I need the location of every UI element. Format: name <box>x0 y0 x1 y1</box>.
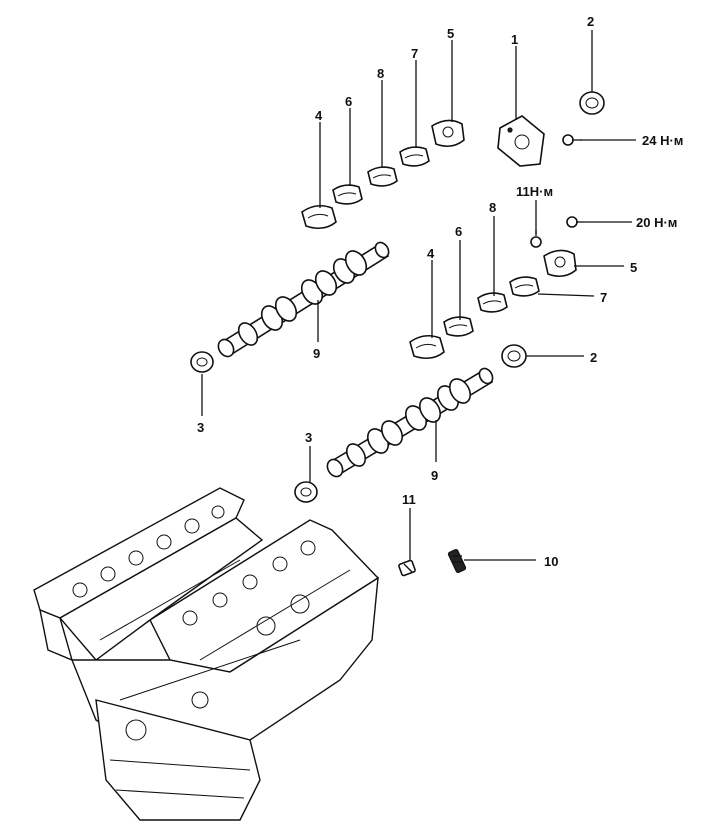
cap-5-lower <box>543 249 577 278</box>
cam-cap-front-upper <box>497 115 545 167</box>
label-7-upper: 7 <box>411 46 418 61</box>
label-4-lower: 4 <box>427 246 435 261</box>
oil-seal-upper <box>579 91 605 115</box>
cap-6-upper <box>332 184 363 205</box>
bolt-20nm <box>566 216 584 228</box>
label-6-lower: 6 <box>455 224 462 239</box>
cap-4-lower <box>409 334 445 360</box>
label-4-upper: 4 <box>315 108 323 123</box>
cap-8-upper <box>367 166 398 187</box>
bolt-11-lower <box>398 559 416 577</box>
cap-7-upper <box>399 146 430 167</box>
label-3-center: 3 <box>305 430 312 445</box>
label-1: 1 <box>511 32 518 47</box>
label-8-upper: 8 <box>377 66 384 81</box>
bolt-24nm <box>562 134 582 146</box>
oil-seal-lower <box>501 344 527 368</box>
bolt-10 <box>447 548 467 574</box>
torque-11nm: 11Н·м <box>516 184 553 199</box>
label-6-upper: 6 <box>345 94 352 109</box>
camshaft-lower <box>326 367 494 478</box>
cap-4-upper <box>301 204 337 230</box>
plug-left <box>190 351 214 373</box>
label-10: 10 <box>544 554 558 569</box>
label-2-lower: 2 <box>590 350 597 365</box>
label-2-upper: 2 <box>587 14 594 29</box>
cap-8-lower <box>477 292 508 313</box>
leader-lines <box>201 30 636 561</box>
label-7-lower: 7 <box>600 290 607 305</box>
torque-20nm: 20 Н·м <box>636 215 677 230</box>
label-5-upper: 5 <box>447 26 454 41</box>
label-5-lower: 5 <box>630 260 637 275</box>
torque-24nm: 24 Н·м <box>642 133 683 148</box>
label-11-lower: 11 <box>402 492 416 507</box>
label-9-upper: 9 <box>313 346 320 361</box>
plug-center <box>294 481 318 503</box>
label-8-lower: 8 <box>489 200 496 215</box>
cap-6-lower <box>443 316 474 337</box>
label-9-lower: 9 <box>431 468 438 483</box>
engine-block <box>33 487 380 821</box>
camshaft-upper <box>217 241 390 358</box>
cap-5-upper <box>431 119 465 148</box>
cap-7-lower <box>509 276 540 297</box>
label-3-left: 3 <box>197 420 204 435</box>
